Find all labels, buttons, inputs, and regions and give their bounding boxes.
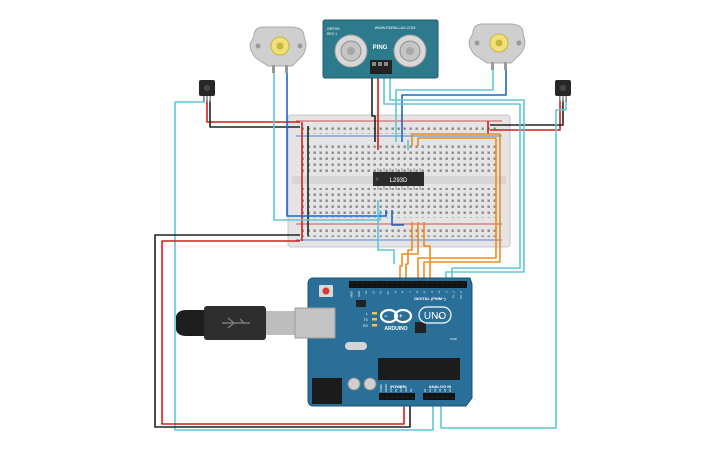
- ir-sensor-right[interactable]: [555, 80, 571, 102]
- digital-header-label: DIGITAL (PWM~): [414, 296, 446, 301]
- wire-ping-sig: [383, 76, 521, 280]
- power_pins-label-5: GND: [404, 386, 408, 392]
- analog_pins-label-3: A3: [438, 388, 442, 392]
- led-label-l: L: [366, 312, 368, 316]
- power-header-label: POWER: [390, 384, 405, 389]
- analog_pins-label-5: A5: [448, 388, 452, 392]
- usb-plug[interactable]: [176, 306, 300, 340]
- digital_pins-label-10: ~5: [423, 290, 427, 294]
- ultrasonic-sensor-icon: [322, 19, 439, 79]
- wire-right-ir-signal: [440, 100, 567, 429]
- wire-orange-3: [405, 222, 413, 280]
- digital_pins-label-2: 13: [364, 290, 368, 293]
- wire-left-motor-a: [273, 70, 381, 221]
- digital_pins-label-3: 12: [371, 290, 375, 293]
- ping-model-label: SRF05: [327, 26, 340, 31]
- wire-bb-blue-1: [391, 210, 404, 226]
- wire-gnd-black: [154, 234, 411, 428]
- wire-left-ir-power: [206, 100, 300, 123]
- digital_pins-label-6: ~9: [393, 290, 397, 294]
- wire-left-motor-b: [286, 72, 387, 217]
- digital_pins-label-13: 2: [444, 290, 448, 292]
- power_pins-label-1: RESET: [384, 383, 388, 392]
- on-label: ON: [436, 315, 442, 319]
- icsp-label: ICSP: [450, 337, 457, 341]
- ping-url: WWW.PARALLAX.COM: [375, 26, 416, 30]
- digital_pins-label-5: ~10: [386, 290, 390, 295]
- ping-rev-label: REV 1: [327, 32, 337, 36]
- wire-orange-4: [399, 222, 419, 280]
- digital_pins-label-12: ~3: [437, 290, 441, 294]
- digital_pins-label-8: 7: [408, 290, 412, 292]
- digital_pins-label-4: ~11: [379, 290, 383, 295]
- wire-left-ir-ground: [209, 100, 300, 128]
- svg-text:+: +: [399, 314, 403, 320]
- wire-bb-cyan-1: [377, 200, 395, 264]
- dc-motor-icon: [468, 23, 526, 70]
- digital_pins-label-0: AREF: [350, 291, 354, 298]
- digital_pins-label-1: GND: [357, 291, 361, 297]
- ir-sensor-icon: [555, 80, 571, 102]
- dc-motor-left[interactable]: [249, 26, 307, 73]
- analog_pins-label-4: A4: [443, 388, 447, 392]
- dc-motor-right[interactable]: [468, 23, 526, 70]
- power_pins-label-2: 3.3V: [389, 386, 393, 392]
- analog_pins-label-2: A2: [433, 388, 437, 392]
- dc-motor-icon: [249, 26, 307, 73]
- l293d-chip[interactable]: L293D: [373, 168, 424, 190]
- ir-sensor-icon: [199, 80, 215, 102]
- digital_pins-label-9: ~6: [415, 290, 419, 294]
- ping-brand: PING: [373, 45, 388, 51]
- led-label-tx: TX: [364, 318, 369, 322]
- power_pins-label-3: 5V: [394, 389, 398, 392]
- power_pins-label-6: Vin: [409, 388, 413, 392]
- digital_pins-label-7: 8: [401, 290, 405, 292]
- arduino-logo-text: ARDUINO: [384, 326, 407, 332]
- wire-ping-trig: [389, 76, 525, 280]
- arduino-uno[interactable]: L TX RX ON ICSP − + ARDUINO UNO DIGITAL …: [294, 277, 473, 407]
- ir-sensor-left[interactable]: [199, 80, 215, 102]
- arduino-logo: − +: [379, 308, 413, 324]
- ping-ultrasonic-sensor[interactable]: SRF05 REV 1 WWW.PARALLAX.COM PING: [322, 19, 439, 79]
- led-label-rx: RX: [363, 324, 369, 328]
- analog_pins-label-1: A1: [428, 388, 432, 392]
- svg-text:−: −: [384, 314, 388, 320]
- chip-label: L293D: [390, 178, 408, 184]
- arduino-model: UNO: [424, 311, 446, 322]
- analog_pins-label-0: A0: [423, 388, 427, 392]
- digital_pins-label-14: TX→1: [452, 290, 456, 298]
- wire-right-ir-ground: [490, 100, 564, 126]
- analog-header-label: ANALOG IN: [429, 384, 452, 389]
- digital_pins-label-15: RX←0: [459, 290, 463, 298]
- wire-right-motor-b: [401, 68, 507, 142]
- wire-orange-2: [417, 137, 497, 280]
- usb-plug-icon: [176, 306, 300, 340]
- wire-orange-1: [411, 133, 501, 280]
- wire-orange-5: [423, 222, 431, 280]
- digital_pins-label-11: 4: [430, 290, 434, 292]
- wire-ping-gnd: [371, 76, 376, 142]
- wire-right-motor-a: [395, 68, 494, 142]
- wire-5v-red: [161, 240, 405, 425]
- power_pins-label-4: GND: [399, 386, 403, 392]
- power_pins-label-0: IOREF: [379, 384, 383, 392]
